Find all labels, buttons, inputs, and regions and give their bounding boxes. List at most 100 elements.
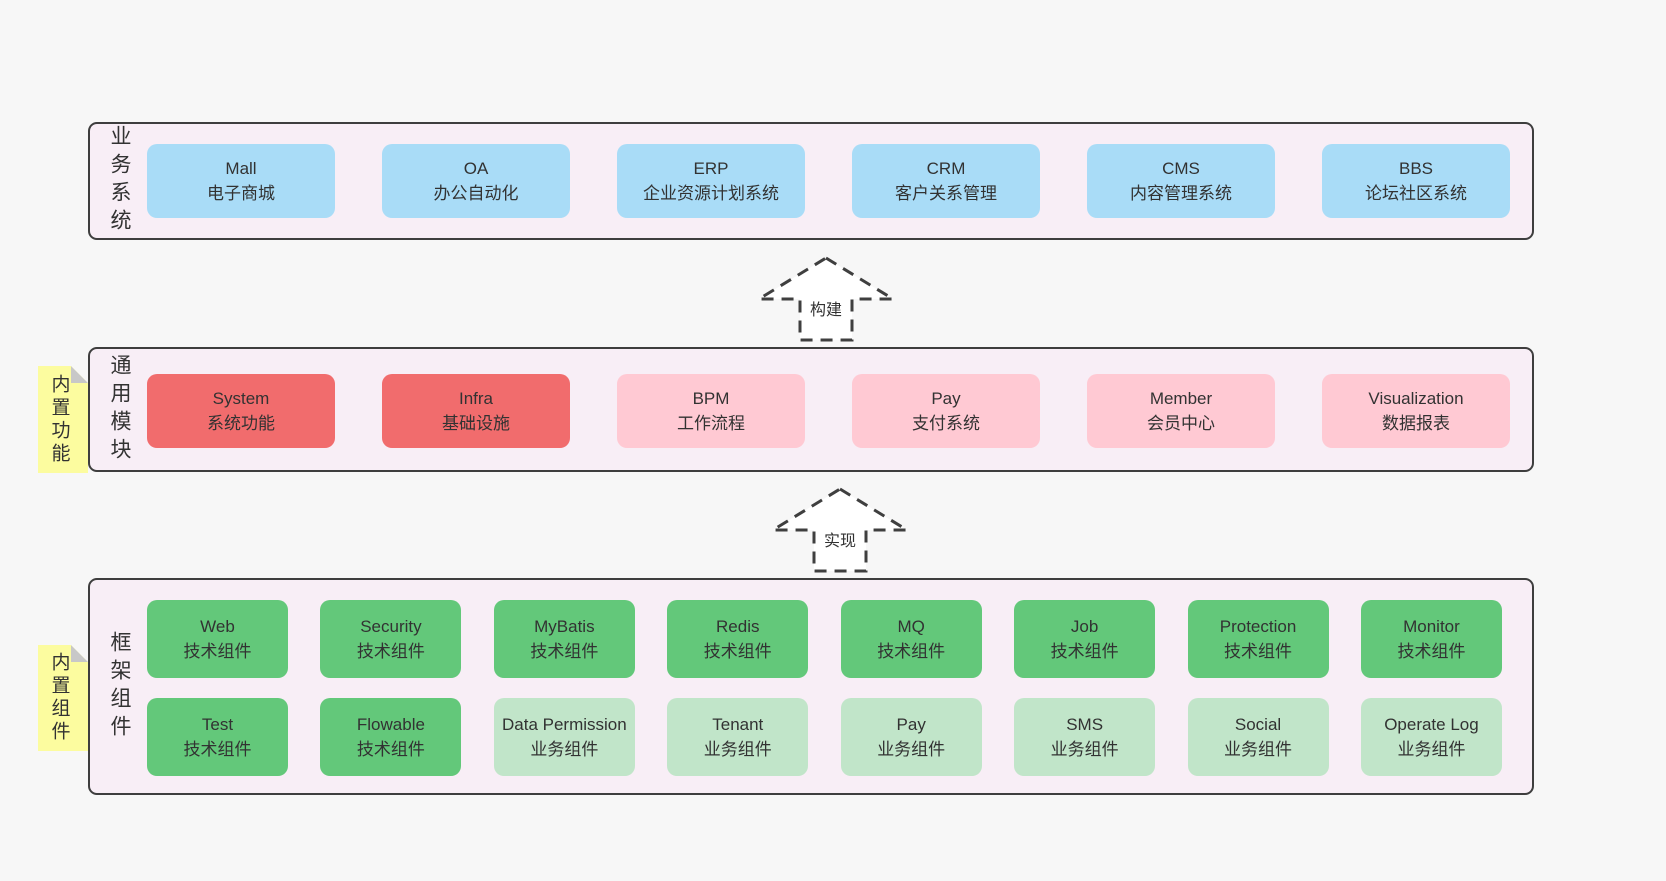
- box-title: MQ: [897, 617, 925, 636]
- box-title: BPM: [692, 389, 730, 408]
- box-subtitle: 业务组件: [1050, 740, 1119, 759]
- box-title: Security: [360, 617, 422, 636]
- arrow-label: 实现: [820, 527, 860, 551]
- box-title: Social: [1234, 715, 1282, 734]
- box-title: CMS: [1162, 159, 1200, 178]
- box-subtitle: 会员中心: [1147, 414, 1215, 433]
- box-title: Web: [200, 617, 235, 636]
- box-subtitle: 系统功能: [207, 414, 275, 433]
- box-title: Pay: [931, 389, 961, 408]
- box-subtitle: 客户关系管理: [895, 184, 997, 203]
- box-title: Data Permission: [501, 715, 627, 734]
- box-subtitle: 业务组件: [530, 740, 599, 759]
- box-web: Web 技术组件: [147, 600, 288, 678]
- box-subtitle: 内容管理系统: [1130, 184, 1232, 203]
- box-bbs: BBS 论坛社区系统: [1322, 144, 1510, 218]
- framework-box-row-1: Web 技术组件 Security 技术组件 MyBatis 技术组件 Redi…: [147, 600, 1502, 678]
- box-subtitle: 业务组件: [703, 740, 772, 759]
- box-subtitle: 技术组件: [183, 740, 252, 759]
- box-title: Monitor: [1403, 617, 1460, 636]
- box-subtitle: 办公自动化: [433, 184, 519, 203]
- box-title: SMS: [1066, 715, 1104, 734]
- note-folded-corner-icon: [71, 366, 88, 383]
- layer-label: 框架组件: [108, 630, 131, 743]
- box-subtitle: 业务组件: [1397, 740, 1466, 759]
- box-title: Flowable: [356, 715, 425, 734]
- box-subtitle: 工作流程: [677, 414, 745, 433]
- box-title: CRM: [926, 159, 966, 178]
- box-subtitle: 技术组件: [183, 642, 252, 661]
- box-cms: CMS 内容管理系统: [1087, 144, 1275, 218]
- box-subtitle: 数据报表: [1382, 414, 1450, 433]
- build-arrow-icon: 构建: [756, 256, 896, 342]
- note-label: 内置功能: [48, 373, 70, 466]
- box-title: System: [212, 389, 270, 408]
- implement-arrow-icon: 实现: [770, 487, 910, 573]
- box-title: MyBatis: [534, 617, 595, 636]
- box-erp: ERP 企业资源计划系统: [617, 144, 805, 218]
- box-infra: Infra 基础设施: [382, 374, 570, 448]
- box-title: Job: [1070, 617, 1099, 636]
- layer-common-modules: 通用模块 System 系统功能 Infra 基础设施 BPM 工作流程 Pay…: [88, 347, 1534, 472]
- modules-box-row: System 系统功能 Infra 基础设施 BPM 工作流程 Pay 支付系统…: [147, 374, 1510, 448]
- box-flowable: Flowable 技术组件: [320, 698, 462, 776]
- box-subtitle: 技术组件: [1224, 642, 1293, 661]
- box-monitor: Monitor 技术组件: [1360, 600, 1502, 678]
- box-visualization: Visualization 数据报表: [1322, 374, 1510, 448]
- framework-box-row-2: Test 技术组件 Flowable 技术组件 Data Permission …: [147, 698, 1502, 776]
- box-protection: Protection 技术组件: [1187, 600, 1329, 678]
- note-folded-corner-icon: [71, 645, 88, 662]
- box-subtitle: 技术组件: [877, 642, 946, 661]
- box-sms: SMS 业务组件: [1014, 698, 1156, 776]
- arrow-label: 构建: [806, 296, 846, 320]
- box-redis: Redis 技术组件: [667, 600, 809, 678]
- box-title: Visualization: [1368, 389, 1464, 408]
- box-mq: MQ 技术组件: [840, 600, 982, 678]
- box-subtitle: 业务组件: [877, 740, 946, 759]
- box-data-permission: Data Permission 业务组件: [493, 698, 635, 776]
- box-title: Tenant: [712, 715, 764, 734]
- sticky-note-built-in-features: 内置功能: [38, 366, 88, 473]
- box-subtitle: 技术组件: [356, 642, 425, 661]
- layer-label: 通用模块: [108, 353, 131, 466]
- box-title: OA: [463, 159, 489, 178]
- box-system: System 系统功能: [147, 374, 335, 448]
- box-pay: Pay 支付系统: [852, 374, 1040, 448]
- box-subtitle: 电子商城: [207, 184, 275, 203]
- box-title: BBS: [1398, 159, 1434, 178]
- box-mall: Mall 电子商城: [147, 144, 335, 218]
- box-crm: CRM 客户关系管理: [852, 144, 1040, 218]
- layer-framework-components: 框架组件 Web 技术组件 Security 技术组件 MyBatis 技术组件…: [88, 578, 1534, 795]
- box-subtitle: 基础设施: [442, 414, 510, 433]
- sticky-note-built-in-components: 内置组件: [38, 645, 88, 751]
- layer-business-systems: 业务系统 Mall 电子商城 OA 办公自动化 ERP 企业资源计划系统 CRM…: [88, 122, 1534, 240]
- box-operate-log: Operate Log 业务组件: [1360, 698, 1502, 776]
- box-title: Member: [1149, 389, 1213, 408]
- box-mybatis: MyBatis 技术组件: [493, 600, 635, 678]
- box-test: Test 技术组件: [147, 698, 288, 776]
- box-title: Operate Log: [1384, 715, 1479, 734]
- box-subtitle: 业务组件: [1224, 740, 1293, 759]
- box-member: Member 会员中心: [1087, 374, 1275, 448]
- box-security: Security 技术组件: [320, 600, 462, 678]
- box-title: Test: [201, 715, 234, 734]
- box-subtitle: 技术组件: [1050, 642, 1119, 661]
- box-subtitle: 企业资源计划系统: [643, 184, 779, 203]
- box-bpm: BPM 工作流程: [617, 374, 805, 448]
- box-social: Social 业务组件: [1187, 698, 1329, 776]
- box-title: Protection: [1219, 617, 1297, 636]
- box-subtitle: 技术组件: [530, 642, 599, 661]
- box-title: Pay: [896, 715, 926, 734]
- layer-label: 业务系统: [108, 125, 131, 237]
- box-title: Mall: [225, 159, 257, 178]
- box-title: ERP: [693, 159, 729, 178]
- box-job: Job 技术组件: [1014, 600, 1156, 678]
- box-subtitle: 技术组件: [703, 642, 772, 661]
- box-title: Infra: [458, 389, 494, 408]
- box-oa: OA 办公自动化: [382, 144, 570, 218]
- note-label: 内置组件: [48, 652, 70, 744]
- box-title: Redis: [716, 617, 760, 636]
- business-box-row: Mall 电子商城 OA 办公自动化 ERP 企业资源计划系统 CRM 客户关系…: [147, 144, 1510, 218]
- box-subtitle: 论坛社区系统: [1365, 184, 1467, 203]
